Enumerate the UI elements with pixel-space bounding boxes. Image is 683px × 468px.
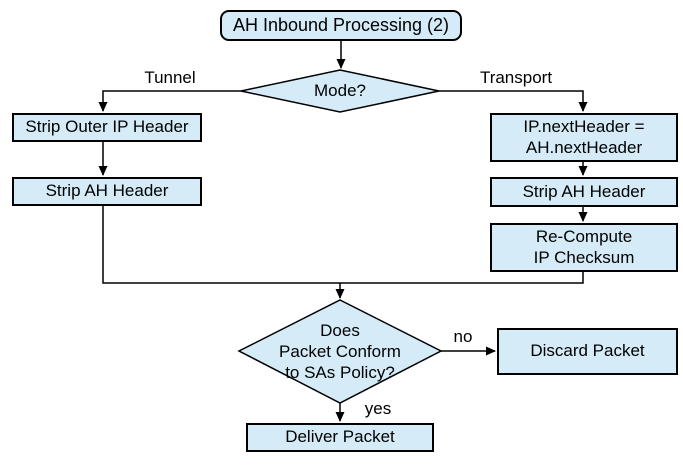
node-start: AH Inbound Processing (2) xyxy=(220,10,462,41)
node-ip-nextheader-assignment: IP.nextHeader = AH.nextHeader xyxy=(490,113,678,162)
connector-mode-to-strip-outer-tunnel xyxy=(98,90,241,112)
connector-strip-ah-left-to-merge xyxy=(102,206,340,284)
node-discard-packet: Discard Packet xyxy=(497,328,678,375)
connector-recompute-to-merge xyxy=(340,272,584,284)
edge-label-tunnel: Tunnel xyxy=(144,68,196,87)
connector-mode-to-ipnextheader-transport xyxy=(439,90,588,112)
edge-label-yes: yes xyxy=(364,399,392,418)
edge-label-transport: Transport xyxy=(479,68,553,87)
policy-decision-diamond xyxy=(237,299,443,404)
node-strip-ah-header-left: Strip AH Header xyxy=(12,177,202,206)
mode-decision-diamond xyxy=(240,69,440,113)
node-deliver-packet: Deliver Packet xyxy=(246,423,434,452)
node-recompute-ip-checksum: Re-Compute IP Checksum xyxy=(490,223,678,272)
node-strip-ah-header-right: Strip AH Header xyxy=(490,177,678,207)
edge-label-no: no xyxy=(453,327,473,346)
node-strip-outer-ip-header: Strip Outer IP Header xyxy=(12,113,202,142)
